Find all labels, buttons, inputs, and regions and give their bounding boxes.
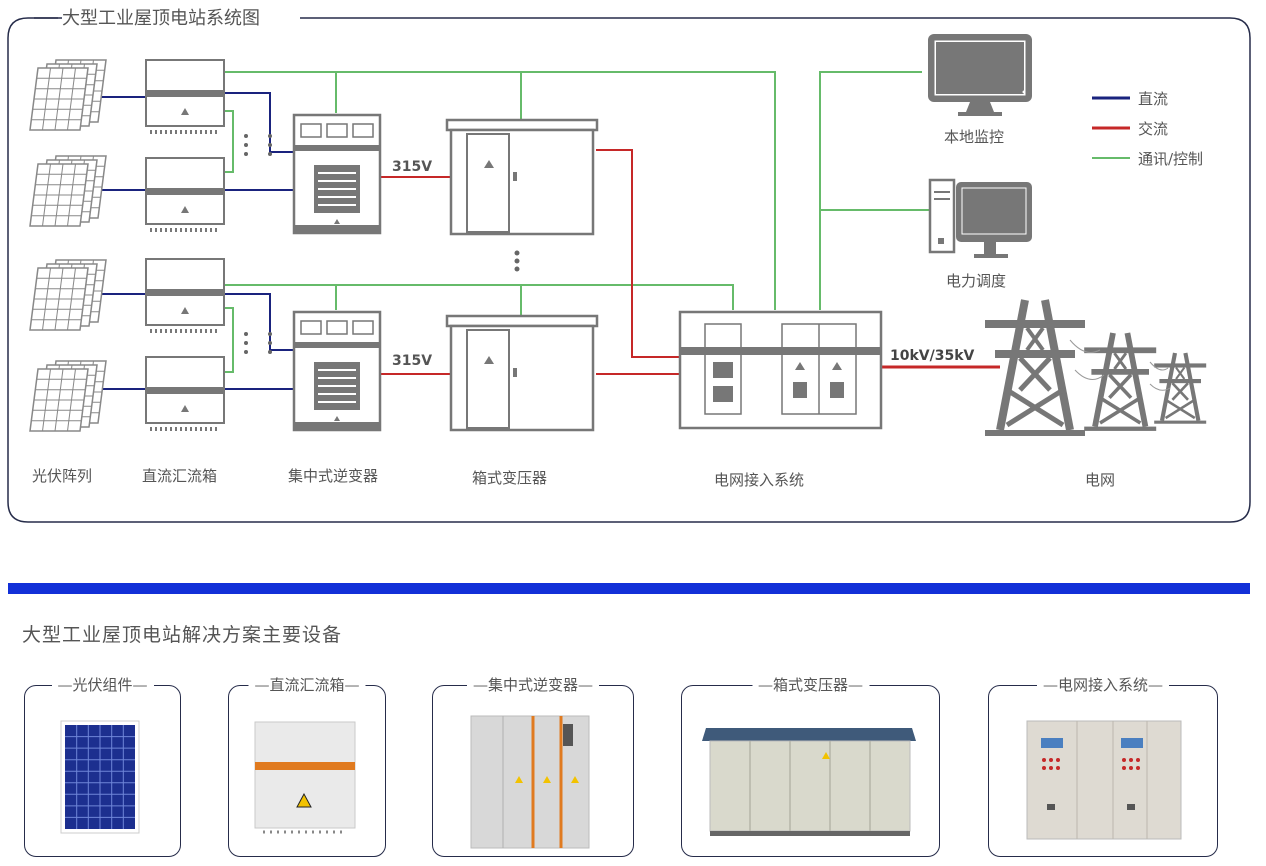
pv-array-icon xyxy=(30,60,106,431)
card-title: 集中式逆变器 xyxy=(466,674,600,695)
diagram-frame xyxy=(7,17,1251,523)
transmission-tower-icon xyxy=(985,300,1206,436)
combiner-box-icon xyxy=(144,58,226,431)
equipment-card-inverter: 集中式逆变器 xyxy=(432,674,634,857)
local-monitor-label: 本地监控 xyxy=(944,128,1004,146)
column-label-grid-access: 电网接入系统 xyxy=(714,471,804,489)
combiner-box-photo-icon xyxy=(254,721,356,834)
column-label-inverter: 集中式逆变器 xyxy=(288,467,378,485)
column-label-grid: 电网 xyxy=(1085,471,1115,489)
column-label-transformer: 箱式变压器 xyxy=(472,469,547,487)
voltage-label-315v: 315V xyxy=(392,353,432,369)
ellipsis-dots xyxy=(244,134,520,354)
card-title: 电网接入系统 xyxy=(1036,674,1170,695)
inverter-cabinet-photo-icon xyxy=(470,715,590,849)
solar-panel-photo-icon xyxy=(60,720,140,834)
diagram-title: 大型工业屋顶电站系统图 xyxy=(62,8,260,29)
card-title: 直流汇流箱 xyxy=(248,674,366,695)
column-label-pv-array: 光伏阵列 xyxy=(32,467,92,485)
ac-lines xyxy=(380,149,1000,375)
card-title: 箱式变压器 xyxy=(751,674,870,695)
equipment-section-title: 大型工业屋顶电站解决方案主要设备 xyxy=(22,624,343,646)
box-transformer-photo-icon xyxy=(702,728,916,836)
equipment-card-combiner-box: 直流汇流箱 xyxy=(228,674,386,857)
legend-dc: 直流 xyxy=(1138,90,1168,108)
dc-lines xyxy=(78,92,295,390)
voltage-label-315v: 315V xyxy=(392,159,432,175)
transformer-icon xyxy=(445,118,599,432)
inverter-icon xyxy=(292,113,382,432)
legend-ac: 交流 xyxy=(1138,120,1168,138)
equipment-card-pv-module: 光伏组件 xyxy=(24,674,181,857)
equipment-card-grid-access: 电网接入系统 xyxy=(988,674,1218,857)
legend-comm: 通讯/控制 xyxy=(1138,150,1203,168)
grid-access-switchgear-icon xyxy=(678,310,883,430)
section-divider-bar xyxy=(8,583,1250,594)
card-title: 光伏组件 xyxy=(51,674,154,695)
column-label-combiner: 直流汇流箱 xyxy=(142,467,217,485)
monitor-icon xyxy=(928,34,1032,116)
comm-lines xyxy=(224,71,948,373)
desktop-computer-icon xyxy=(928,178,1032,258)
equipment-card-box-transformer: 箱式变压器 xyxy=(681,674,940,857)
voltage-label-high: 10kV/35kV xyxy=(890,348,975,364)
system-diagram: 大型工业屋顶电站系统图 xyxy=(7,8,1251,523)
switchgear-photo-icon xyxy=(1026,720,1182,840)
dispatch-label: 电力调度 xyxy=(946,272,1006,290)
legend: 直流 交流 通讯/控制 xyxy=(1092,90,1203,168)
